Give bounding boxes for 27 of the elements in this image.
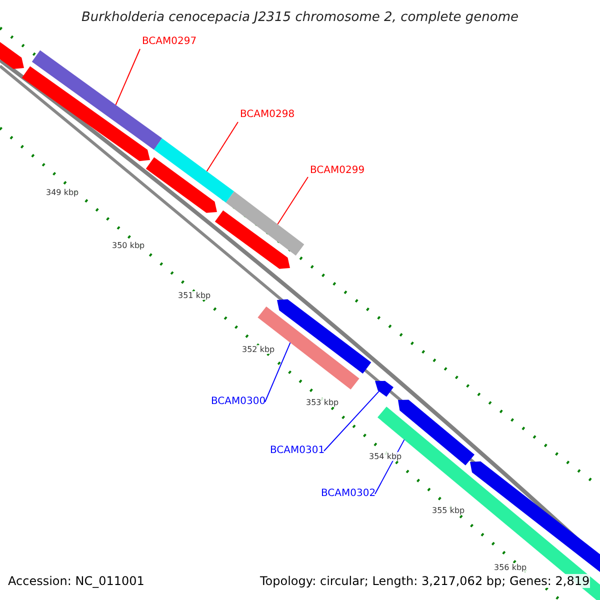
gene-label: BCAM0302 [321,488,376,499]
gene-bar [226,191,304,256]
tick-label: 350 kbp [112,241,145,250]
leader-line [264,342,291,402]
tick-label: 349 kbp [46,188,79,197]
leader-line [206,122,238,172]
info-text: Accession: NC_011001 [8,574,144,588]
tick-label: 355 kbp [432,506,465,515]
info-text: Topology: circular; Length: 3,217,062 bp; Genes: 2,819 [260,574,590,588]
tick-label: 353 kbp [306,398,339,407]
gene-bar [32,50,162,150]
gene-label: BCAM0299 [310,165,365,176]
gene-bar [154,138,234,203]
tick-label: 351 kbp [178,291,211,300]
diagram-title: Burkholderia cenocepacia J2315 chromosome 2, complete genome [80,10,520,25]
gene-bar [375,380,394,397]
gene-label: BCAM0297 [142,36,197,47]
gene-label: BCAM0298 [240,109,295,120]
tick-label: 352 kbp [242,345,275,354]
gene-label: BCAM0301 [270,445,325,456]
leader-line [324,390,380,452]
leader-line [277,176,308,225]
tick-label: 354 kbp [369,452,402,461]
tick-label: 356 kbp [494,563,527,572]
leader-line [115,48,140,106]
gene-bar [258,306,360,390]
gene-label: BCAM0300 [211,396,266,407]
